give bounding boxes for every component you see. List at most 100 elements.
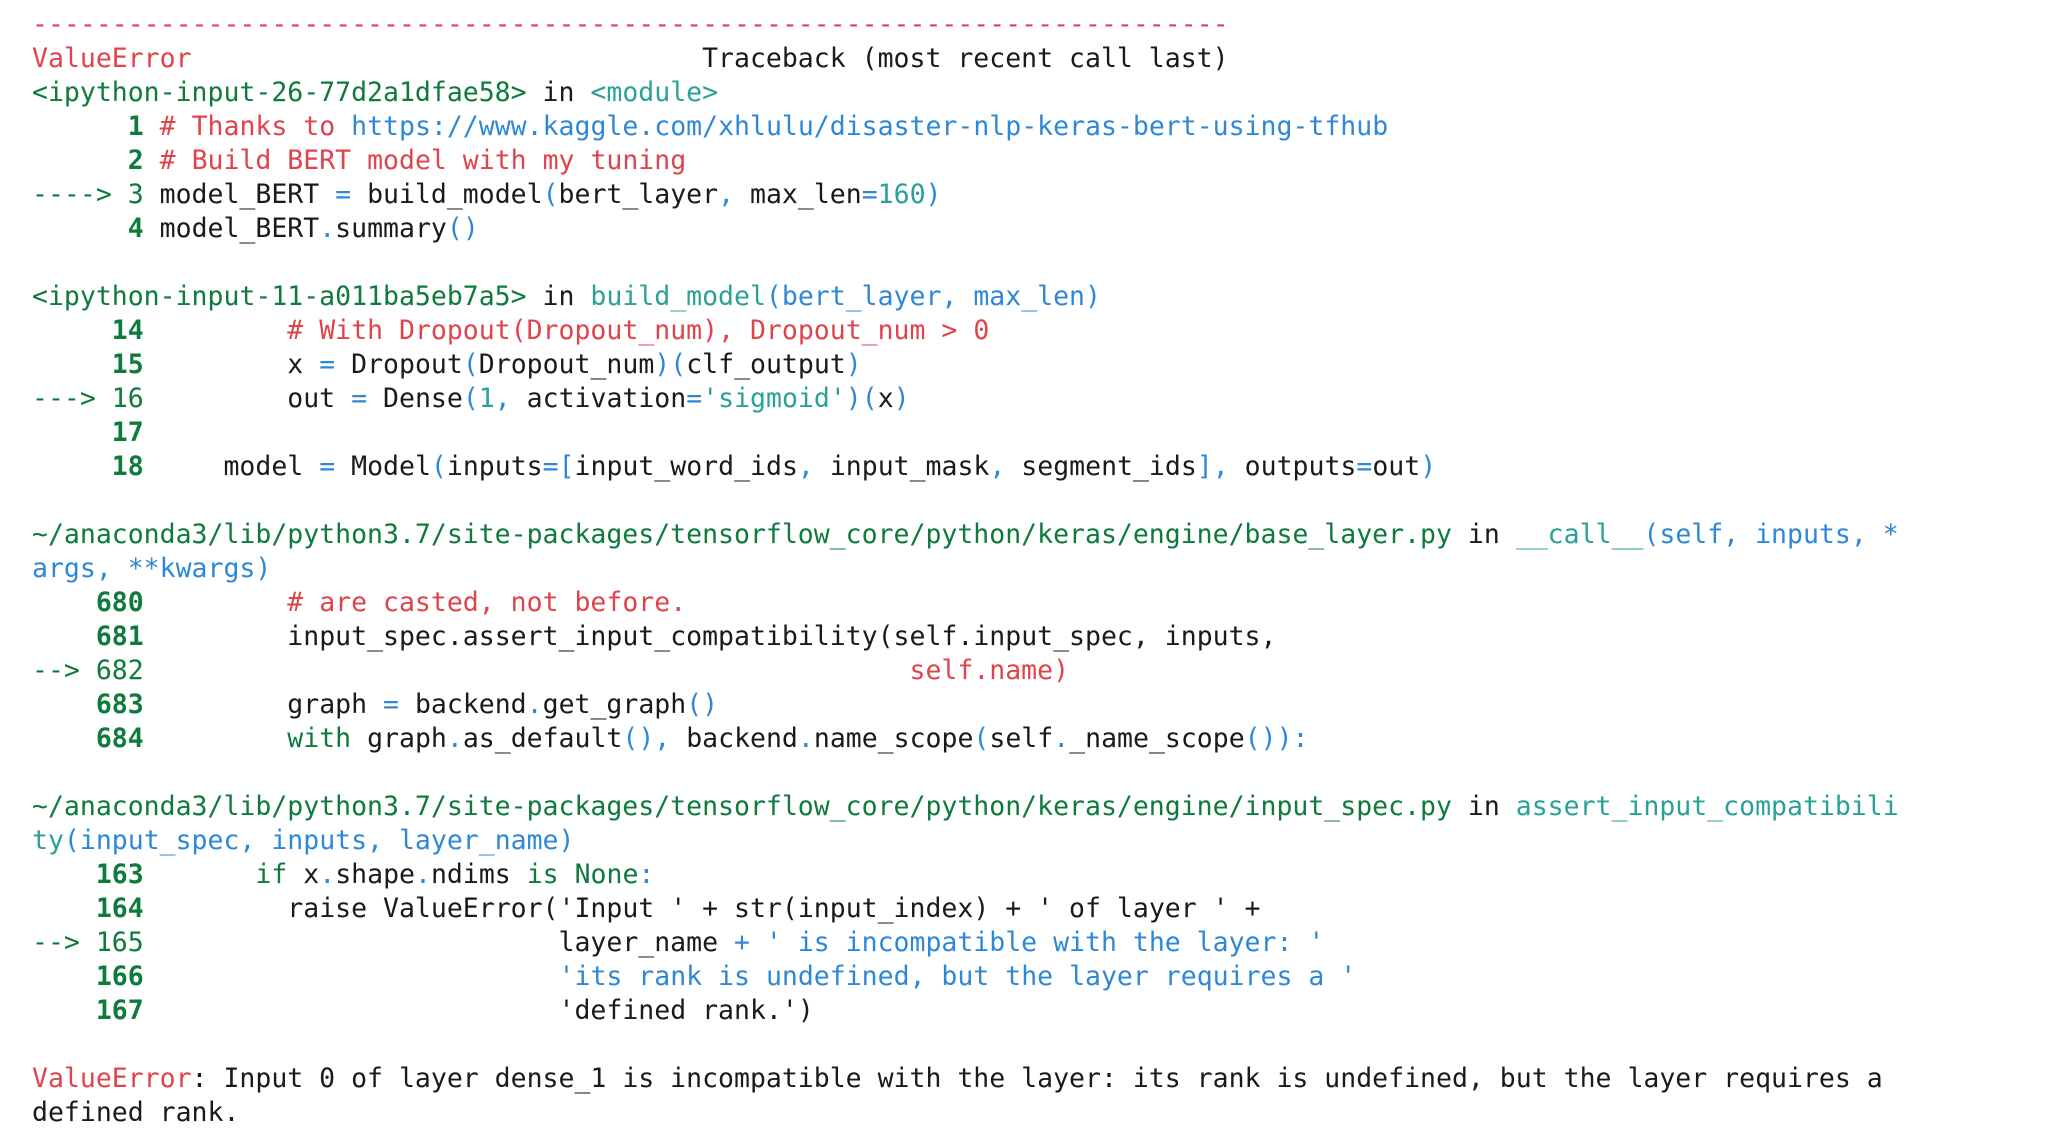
code-token: backend (670, 723, 798, 754)
code-token: ()): (1244, 723, 1309, 754)
code-token: 'sigmoid' (702, 383, 846, 414)
code-token: <module> (590, 77, 719, 108)
code-token (32, 961, 96, 992)
code-token: 160 (877, 179, 926, 210)
code-token: name_scope (813, 723, 974, 754)
traceback-line: ----------------------------------------… (32, 8, 1899, 42)
code-token: assert_input_compatibili (1515, 791, 1899, 822)
traceback-line: 14 # With Dropout(Dropout_num), Dropout_… (32, 314, 1899, 348)
code-token: ) (1420, 451, 1437, 482)
code-token: graph (143, 689, 384, 720)
code-token: () (446, 213, 479, 244)
traceback-line: defined rank. (32, 1096, 1899, 1130)
code-token (144, 587, 288, 618)
code-token: self (989, 723, 1054, 754)
code-token: () (686, 689, 719, 720)
code-token: = (1356, 451, 1373, 482)
code-token: layer_name (143, 927, 734, 958)
code-token: out (143, 383, 352, 414)
code-token: ValueError (32, 43, 192, 74)
code-token: )( (845, 383, 878, 414)
code-token (32, 145, 128, 176)
code-token: ) (845, 349, 862, 380)
code-token (32, 689, 96, 720)
code-token: ----------------------------------------… (32, 9, 1229, 40)
traceback-line: <ipython-input-11-a011ba5eb7a5> in build… (32, 280, 1899, 314)
code-token: activation (510, 383, 687, 414)
code-token: in (1451, 519, 1516, 550)
code-token: get_graph (542, 689, 687, 720)
code-token: + ' is incompatible with the layer: ' (734, 927, 1325, 958)
code-token: . (1053, 723, 1070, 754)
code-token: graph (351, 723, 447, 754)
traceback-line: 681 input_spec.assert_input_compatibilit… (32, 620, 1899, 654)
code-token: in (526, 77, 591, 108)
code-token: = (351, 383, 368, 414)
code-token (32, 315, 112, 346)
code-token: 4 (127, 213, 144, 244)
code-token: inputs (446, 451, 543, 482)
code-token (32, 111, 128, 142)
code-token: # Build BERT model with my tuning (159, 145, 687, 176)
code-token: 15 (111, 349, 144, 380)
traceback-line: ValueError Traceback (most recent call l… (32, 42, 1899, 76)
code-token: ~/anaconda3/lib/python3.7/site-packages/… (32, 519, 1452, 550)
code-token: . (526, 689, 543, 720)
code-token: , (797, 451, 814, 482)
traceback-line: 684 with graph.as_default(), backend.nam… (32, 722, 1899, 756)
code-token: 'defined rank.') (143, 995, 814, 1026)
code-token: ) (925, 179, 942, 210)
code-token: (bert_layer, max_len) (765, 281, 1101, 312)
code-token: ----> 3 (32, 179, 144, 210)
code-token: = (319, 451, 336, 482)
code-token: . (319, 213, 336, 244)
traceback-line: ~/anaconda3/lib/python3.7/site-packages/… (32, 790, 1899, 824)
code-token: 166 (95, 961, 144, 992)
code-token: ], (1196, 451, 1229, 482)
code-token: input_word_ids (574, 451, 798, 482)
code-token: Traceback (most recent call last) (191, 43, 1229, 74)
traceback-line: 683 graph = backend.get_graph() (32, 688, 1899, 722)
code-token: (), (622, 723, 671, 754)
code-token: clf_output (686, 349, 846, 380)
code-token: input_spec.assert_input_compatibility(se… (143, 621, 1277, 652)
code-token: = (861, 179, 878, 210)
code-token: . (446, 723, 463, 754)
code-token: ) (893, 383, 910, 414)
code-token: =[ (542, 451, 575, 482)
traceback-text: ----------------------------------------… (32, 8, 1899, 1130)
code-token: self.name) (909, 655, 1070, 686)
code-token: raise ValueError('Input ' + str(input_in… (143, 893, 1261, 924)
code-token: 163 (95, 859, 144, 890)
traceback-line (32, 246, 1899, 280)
code-token: ValueError (32, 1063, 192, 1094)
code-token: 1 (127, 111, 144, 142)
code-token: input_mask (813, 451, 990, 482)
traceback-line (32, 756, 1899, 790)
code-token (32, 859, 96, 890)
code-token (144, 859, 256, 890)
code-token (32, 417, 112, 448)
code-token: segment_ids (1005, 451, 1197, 482)
code-token: if (255, 859, 288, 890)
code-token: Dropout_num (478, 349, 655, 380)
code-token: 681 (95, 621, 144, 652)
code-token: = (686, 383, 703, 414)
code-token (32, 349, 112, 380)
code-token: Dropout (335, 349, 463, 380)
traceback-line: <ipython-input-26-77d2a1dfae58> in <modu… (32, 76, 1899, 110)
code-token: with (287, 723, 352, 754)
code-token: 1 (478, 383, 495, 414)
code-token: ( (430, 451, 447, 482)
code-token: <ipython-input-11-a011ba5eb7a5> (32, 281, 527, 312)
code-token: : Input 0 of layer dense_1 is incompatib… (191, 1063, 1883, 1094)
code-token: https://www.kaggle.com/xhlulu/disaster-n… (351, 111, 1389, 142)
code-token: , (718, 179, 735, 210)
code-token: 'its rank is undefined, but the layer re… (558, 961, 1357, 992)
traceback-line: ~/anaconda3/lib/python3.7/site-packages/… (32, 518, 1899, 552)
code-token: defined rank. (32, 1097, 240, 1128)
traceback-line: --> 682 self.name) (32, 654, 1899, 688)
code-token: # With Dropout(Dropout_num), Dropout_num… (287, 315, 990, 346)
code-token: . (797, 723, 814, 754)
